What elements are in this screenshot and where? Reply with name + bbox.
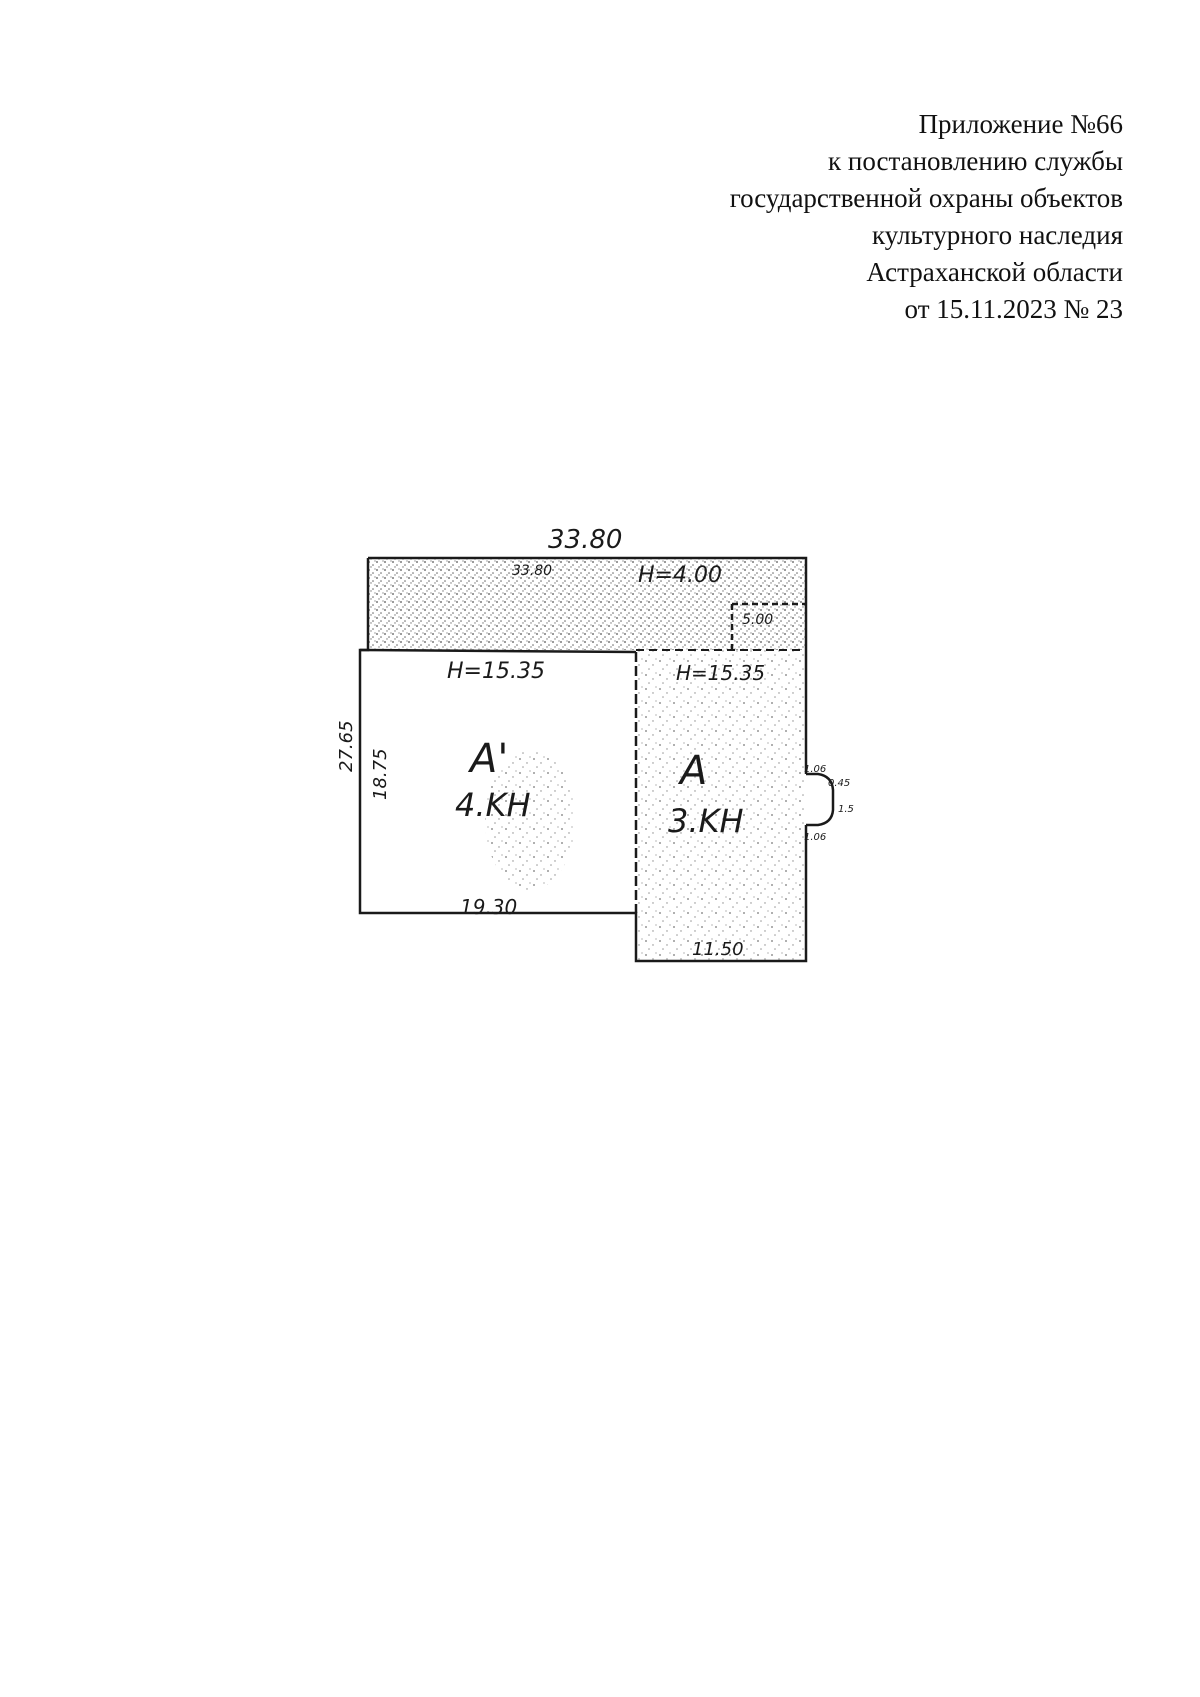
top-inner-note: 33.80 — [512, 563, 552, 579]
document-header: Приложение №66 к постановлению службы го… — [563, 106, 1123, 328]
room-left-label: A' — [467, 736, 508, 782]
right-wing-shading — [636, 650, 806, 961]
left-wing-shading — [485, 750, 575, 890]
height-left-label: H=15.35 — [447, 659, 545, 684]
small-block-label: 5.00 — [742, 612, 773, 628]
header-line-resolution: к постановлению службы — [828, 146, 1123, 176]
bottom-left-label: 19.30 — [460, 895, 517, 919]
header-line-region: Астраханской области — [866, 257, 1123, 287]
header-line-heritage: культурного наследия — [872, 220, 1123, 250]
internal-wall-horizontal — [359, 648, 637, 654]
height-top-label: H=4.00 — [638, 563, 722, 588]
bottom-right-label: 11.50 — [692, 939, 744, 960]
header-line-date: от 15.11.2023 № 23 — [904, 294, 1123, 324]
height-right-label: H=15.35 — [676, 661, 765, 685]
top-length-label: 33.80 — [548, 525, 622, 555]
header-line-agency: государственной охраны объектов — [729, 183, 1123, 213]
appendix-number: Приложение №66 — [918, 109, 1123, 139]
left-inner-label: 18.75 — [370, 748, 391, 800]
bay-window-outline — [806, 772, 835, 827]
room-right-floors: 3.KH — [668, 802, 744, 840]
room-right-label: A — [677, 748, 707, 794]
bay-depth-label: 1.5 — [838, 804, 854, 815]
bay-top-label: 1.06 — [804, 764, 826, 775]
top-strip-shading — [368, 558, 806, 650]
bay-side-label: 0.45 — [828, 778, 850, 789]
outline-top-right — [368, 556, 808, 774]
left-total-label: 27.65 — [336, 720, 357, 772]
bay-bottom-label: 1.06 — [804, 832, 826, 843]
room-left-floors: 4.KH — [455, 786, 531, 824]
